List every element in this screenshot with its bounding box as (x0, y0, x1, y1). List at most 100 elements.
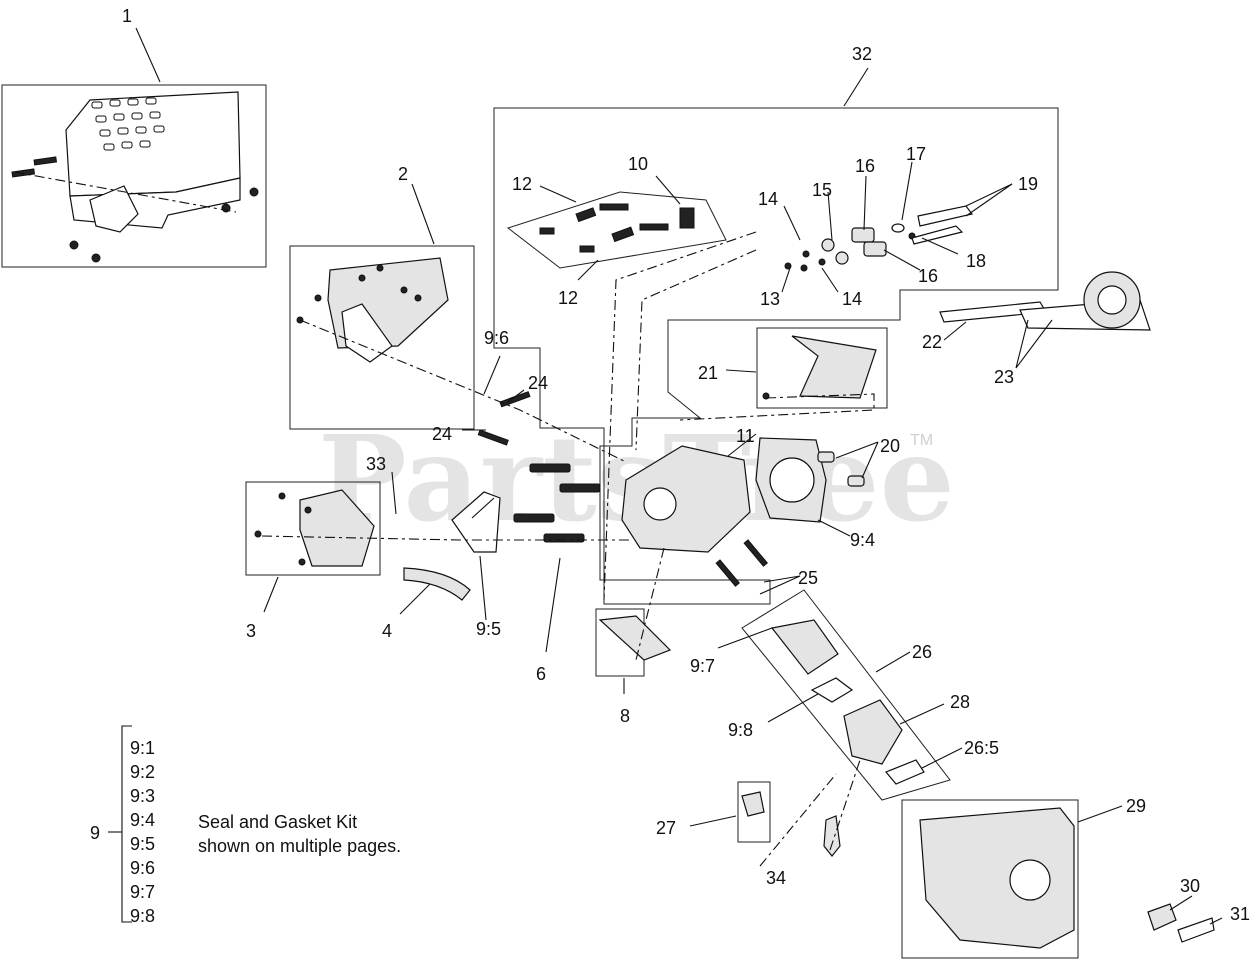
part-28-carburetor (843, 699, 903, 765)
valve-springs (821, 205, 974, 265)
callout-17: 17 (906, 144, 926, 164)
callout-24a: 24 (528, 373, 548, 393)
kit-bracket (121, 725, 132, 923)
cam-gear-hub (1097, 285, 1127, 315)
callout-26: 26 (912, 642, 932, 662)
callout-9-7: 9:7 (690, 656, 715, 676)
part-6-head-bolts (513, 463, 601, 543)
part-8-group (595, 608, 672, 677)
callout-14b: 14 (842, 289, 862, 309)
heat-shield-bracket (89, 185, 139, 233)
part-24-studs (477, 391, 531, 446)
shroud-opening (1009, 859, 1051, 901)
part-29-box (901, 799, 1079, 959)
part-32-valve-train-group (493, 107, 1059, 605)
kit-item-9-7: 9:7 (130, 882, 155, 902)
kit-item-9-1: 9:1 (130, 738, 155, 758)
rocker-arm-plate (506, 191, 727, 269)
breather-cover (791, 335, 877, 399)
part-3-box (245, 481, 381, 576)
part-27-connector (741, 791, 765, 817)
callout-28: 28 (950, 692, 970, 712)
callout-6: 6 (536, 664, 546, 684)
rocker-parts (539, 203, 695, 253)
callout-27: 27 (656, 818, 676, 838)
dowel-pin-2 (847, 475, 865, 487)
part-27-group (737, 781, 771, 843)
callout-4: 4 (382, 621, 392, 641)
callout-26-5: 26:5 (964, 738, 999, 758)
callout-15: 15 (812, 180, 832, 200)
callout-12a: 12 (512, 174, 532, 194)
leader-lines (135, 27, 1223, 925)
callout-9-8: 9:8 (728, 720, 753, 740)
callout-9-5: 9:5 (476, 619, 501, 639)
small-keepers (784, 250, 826, 272)
callout-1: 1 (122, 6, 132, 26)
part-8-bracket (598, 615, 672, 661)
part-21-breather-group (756, 327, 888, 409)
callout-22: 22 (922, 332, 942, 352)
callout-31: 31 (1230, 904, 1250, 924)
heat-shield-vents (91, 97, 165, 151)
part-4-breather-hose (403, 567, 471, 601)
callout-18: 18 (966, 251, 986, 271)
callout-13: 13 (760, 289, 780, 309)
callout-21: 21 (698, 363, 718, 383)
callout-9-4: 9:4 (850, 530, 875, 550)
kit-number: 9 (90, 823, 100, 843)
carburetor-gasket (885, 759, 925, 785)
kit-item-9-4: 9:4 (130, 810, 155, 830)
dowel-pin-1 (817, 451, 835, 463)
callout-23: 23 (994, 367, 1014, 387)
part-2-box (289, 245, 475, 430)
blower-shroud (919, 807, 1075, 949)
kit-item-9-5: 9:5 (130, 834, 155, 854)
callout-19: 19 (1018, 174, 1038, 194)
callout-labels: 1 2 3 4 6 8 9:6 9:5 9:4 9:7 9:8 10 11 12… (122, 6, 1250, 924)
kit-item-9-2: 9:2 (130, 762, 155, 782)
kit-item-9-3: 9:3 (130, 786, 155, 806)
callout-33: 33 (366, 454, 386, 474)
valve-cover-gasket (451, 491, 501, 553)
callout-16b: 16 (918, 266, 938, 286)
part-21-box (756, 327, 888, 409)
head-gasket-bore (769, 457, 815, 503)
cylinder-head-chamber (643, 487, 677, 521)
kit-note-line-1: Seal and Gasket Kit (198, 812, 357, 832)
part-27-box (737, 781, 771, 843)
callout-9-6: 9:6 (484, 328, 509, 348)
part-1-screws (11, 156, 259, 263)
part-29-shroud-group (901, 799, 1079, 959)
part-3-valve-cover-group (245, 481, 501, 576)
kit-note-line-2: shown on multiple pages. (198, 836, 401, 856)
cylinder-head (621, 445, 751, 553)
part-2-muffler-group (289, 245, 475, 430)
callout-32: 32 (852, 44, 872, 64)
callout-25: 25 (798, 568, 818, 588)
intake-gasket (810, 677, 854, 703)
callout-12b: 12 (558, 288, 578, 308)
part-34-linkage (823, 815, 841, 857)
part-26-outline (741, 589, 951, 801)
callout-11: 11 (736, 426, 755, 446)
callout-14a: 14 (758, 189, 778, 209)
part-30-ignition-switch (1147, 903, 1177, 931)
kit-item-9-6: 9:6 (130, 858, 155, 878)
watermark-tm: TM (910, 432, 933, 449)
part-31-key (1177, 917, 1215, 943)
part-1-box (1, 84, 267, 268)
callout-8: 8 (620, 706, 630, 726)
callout-10: 10 (628, 154, 648, 174)
callout-20: 20 (880, 436, 900, 456)
part-1-heat-shield-group (1, 84, 267, 268)
intake-studs (715, 539, 768, 587)
assembly-lines (13, 171, 875, 867)
callout-24b: 24 (432, 424, 452, 444)
valve-cover-screws (254, 492, 312, 566)
part-11-cylinder-head-group (621, 437, 865, 553)
callout-3: 3 (246, 621, 256, 641)
part-32-outline (493, 107, 1059, 605)
